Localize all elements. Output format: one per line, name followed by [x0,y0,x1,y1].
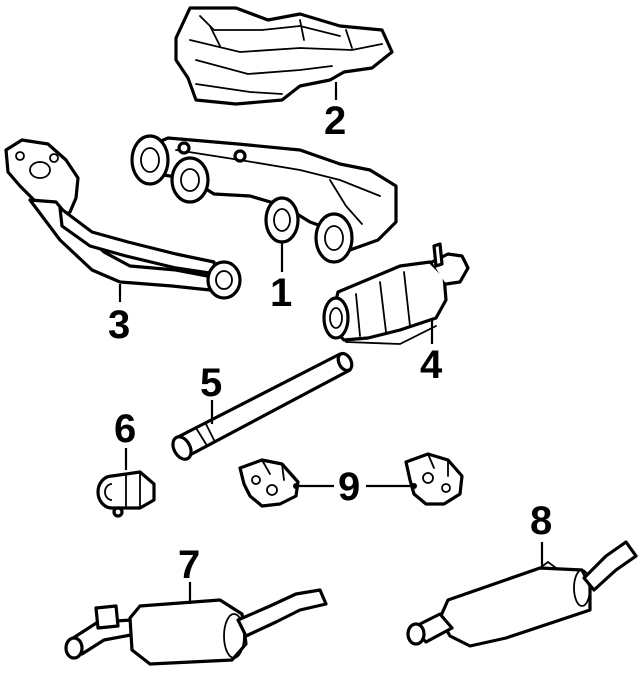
catalytic-converter-drawing[interactable] [322,242,470,345]
callout-6: 6 [114,407,136,451]
center-muffler-drawing[interactable] [64,588,328,666]
exhaust-manifold-drawing[interactable] [130,134,398,264]
callout-5: 5 [200,361,222,405]
callout-1: 1 [270,271,292,315]
callout-9: 9 [338,465,360,509]
hanger-left-drawing[interactable] [238,458,300,508]
front-pipe-drawing[interactable] [4,138,242,300]
callout-4: 4 [420,343,443,387]
callout-7: 7 [178,543,200,587]
hanger-right-drawing[interactable] [404,452,464,506]
intermediate-pipe-drawing[interactable] [169,351,354,462]
clamp-drawing[interactable] [96,470,156,518]
callout-3: 3 [108,303,130,347]
callout-8: 8 [530,499,552,543]
leader-lines [118,82,544,604]
heat-shield-drawing[interactable] [174,6,394,106]
callout-2: 2 [324,99,346,143]
rear-muffler-drawing[interactable] [406,540,638,648]
